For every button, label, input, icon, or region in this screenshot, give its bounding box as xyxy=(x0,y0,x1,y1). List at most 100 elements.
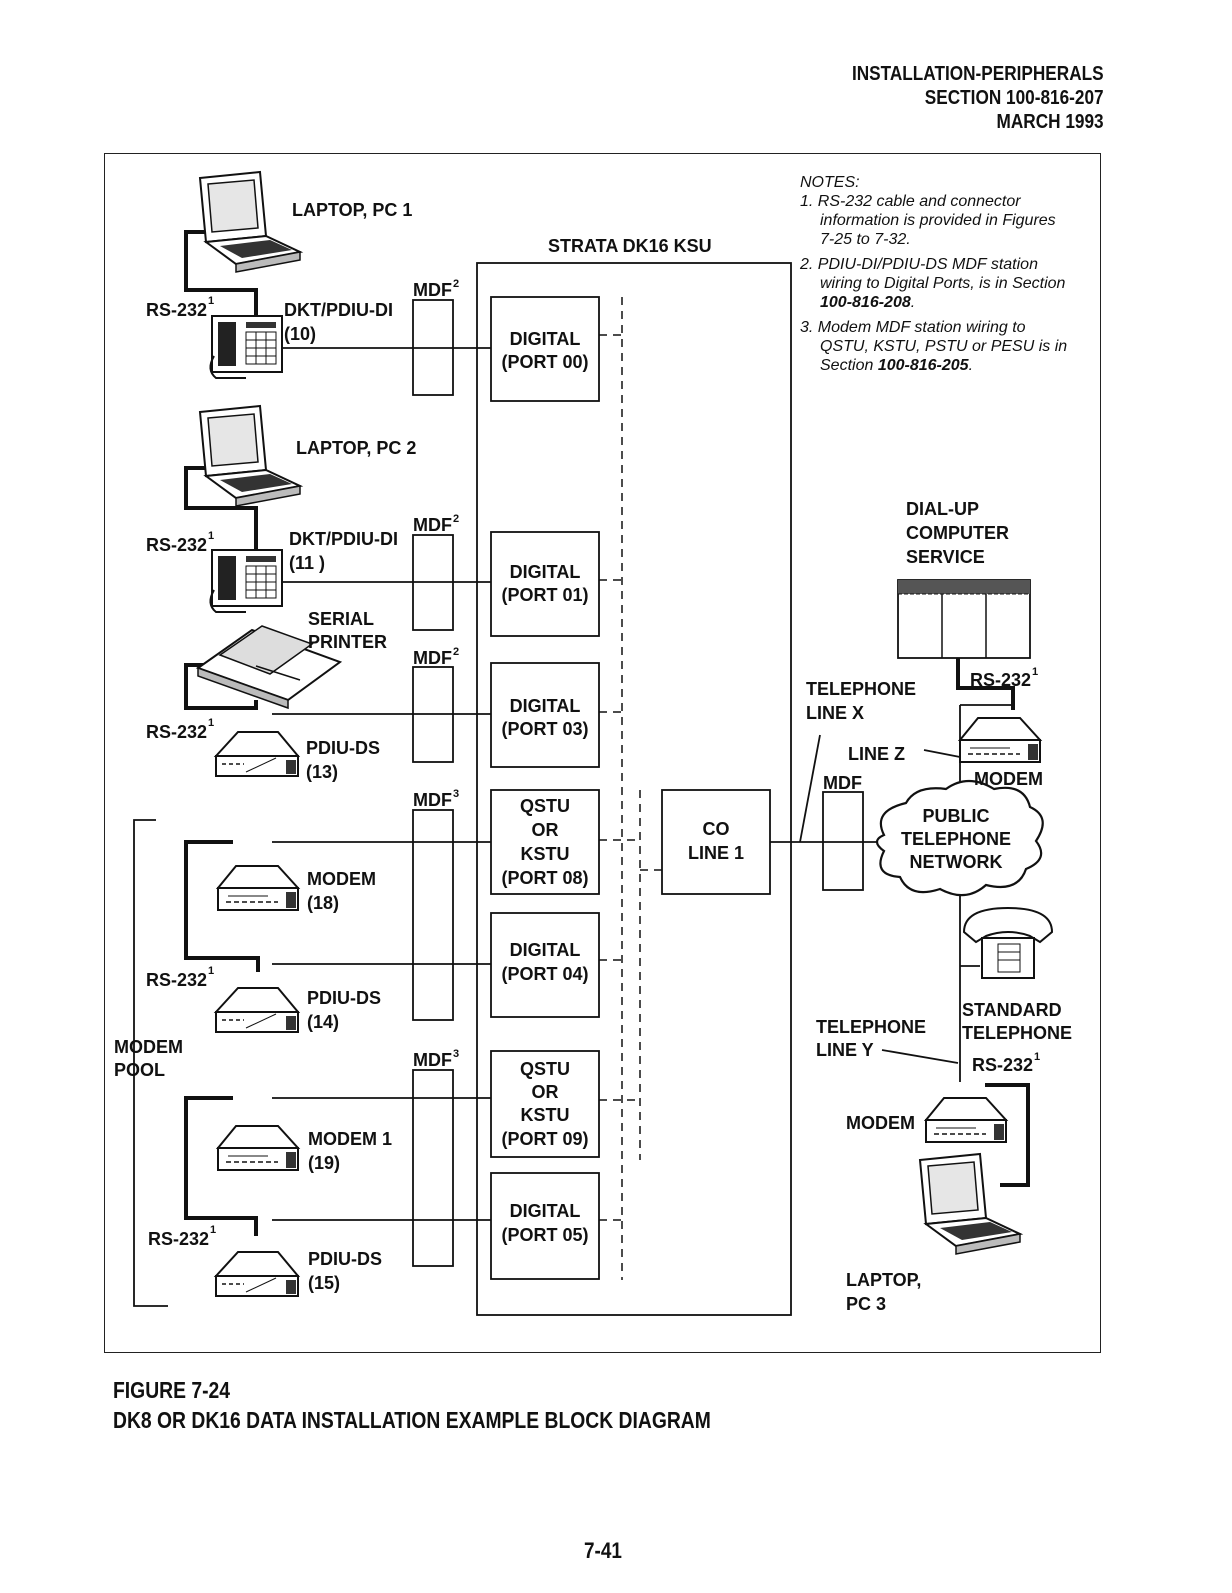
label-rs232-c: RS-232 xyxy=(146,722,207,742)
diagram-frame xyxy=(104,153,1101,1353)
label-public-3: NETWORK xyxy=(910,852,1003,872)
label-dialup-2: COMPUTER xyxy=(906,523,1009,543)
label-serial: SERIAL xyxy=(308,609,374,629)
label-rs232-g: RS-232 xyxy=(972,1055,1033,1075)
port-08-l3: KSTU xyxy=(521,844,570,864)
label-num-15: (15) xyxy=(308,1273,340,1293)
port-01: DIGITAL (PORT 01) xyxy=(490,531,600,637)
label-modem-18: MODEM xyxy=(307,869,376,889)
port-01-l1: DIGITAL xyxy=(510,562,581,582)
note-1: 1. RS-232 cable and connector informatio… xyxy=(800,192,1070,249)
port-03-l2: (PORT 03) xyxy=(501,719,588,739)
label-mdf-co: MDF xyxy=(823,773,862,793)
label-mdf-a: MDF xyxy=(413,280,452,300)
wiring xyxy=(272,347,1015,1221)
label-modem-19: MODEM 1 xyxy=(308,1129,392,1149)
label-modem-y: MODEM xyxy=(846,1113,915,1133)
port-08-l1: QSTU xyxy=(520,796,570,816)
sup-rs232-d: 1 xyxy=(208,965,214,977)
note-2-num: 2. xyxy=(800,256,814,273)
label-num-18: (18) xyxy=(307,893,339,913)
note-3-ref: 100-816-205 xyxy=(877,357,969,374)
label-public-2: TELEPHONE xyxy=(901,829,1011,849)
sup-rs232-f: 1 xyxy=(1032,666,1038,678)
page-number: 7-41 xyxy=(584,1538,622,1563)
note-1-num: 1. xyxy=(800,193,814,210)
label-line-y: LINE Y xyxy=(816,1040,874,1060)
co-line-l1: CO xyxy=(703,819,730,839)
note-3: 3. Modem MDF station wiring to QSTU, KST… xyxy=(800,319,1068,374)
sup-rs232-g: 1 xyxy=(1034,1051,1040,1063)
note-3-num: 3. xyxy=(800,319,814,336)
notes-block: NOTES: 1. RS-232 cable and connector inf… xyxy=(800,173,1070,381)
modem-pool-bracket xyxy=(133,819,168,1307)
label-standard: STANDARD xyxy=(962,1000,1062,1020)
label-num-13: (13) xyxy=(306,762,338,782)
label-standard-telephone: TELEPHONE xyxy=(962,1023,1072,1043)
notes-title: NOTES: xyxy=(800,174,860,191)
laptop-pc3-icon xyxy=(919,1153,1021,1255)
label-rs232-e: RS-232 xyxy=(148,1229,209,1249)
label-pdiu-ds-14: PDIU-DS xyxy=(307,988,381,1008)
label-dkt-10-num: (10) xyxy=(284,324,316,344)
port-08-l2: OR xyxy=(532,820,559,840)
label-dkt-11-num: (11 ) xyxy=(289,553,325,573)
label-laptop-pc1: LAPTOP, PC 1 xyxy=(292,200,412,220)
sup-mdf-e: 3 xyxy=(453,1048,459,1060)
label-line-x: LINE X xyxy=(806,703,864,723)
label-laptop-pc2: LAPTOP, PC 2 xyxy=(296,438,416,458)
label-rs232-b: RS-232 xyxy=(146,535,207,555)
label-rs232-f: RS-232 xyxy=(970,670,1031,690)
port-00-l2: (PORT 00) xyxy=(501,352,588,372)
standard-telephone-icon xyxy=(962,906,1054,979)
label-num-19: (19) xyxy=(308,1153,340,1173)
port-09: QSTU OR KSTU (PORT 09) xyxy=(490,1050,600,1158)
port-09-l2: OR xyxy=(532,1082,559,1102)
label-rs232-a: RS-232 xyxy=(146,300,207,320)
port-09-l1: QSTU xyxy=(520,1059,570,1079)
label-mdf-c: MDF xyxy=(413,648,452,668)
port-04-l1: DIGITAL xyxy=(510,940,581,960)
pdiu-ds-15-icon xyxy=(215,1251,299,1297)
ksu-cabinet xyxy=(476,262,792,1316)
port-00-l1: DIGITAL xyxy=(510,329,581,349)
label-laptop-pc3-b: PC 3 xyxy=(846,1294,886,1314)
label-dialup-1: DIAL-UP xyxy=(906,499,979,519)
port-08: QSTU OR KSTU (PORT 08) xyxy=(490,789,600,895)
label-pdiu-ds-13: PDIU-DS xyxy=(306,738,380,758)
ksu-title: STRATA DK16 KSU xyxy=(548,236,712,256)
sup-mdf-a: 2 xyxy=(453,278,459,290)
telephone-dkt-11-icon xyxy=(209,549,283,613)
page-header: INSTALLATION-PERIPHERALS SECTION 100-816… xyxy=(852,62,1104,134)
port-03: DIGITAL (PORT 03) xyxy=(490,662,600,768)
label-modem-pool-1: MODEM xyxy=(114,1037,183,1057)
modem-18-icon xyxy=(217,865,299,911)
laptop-pc2-icon xyxy=(199,405,301,507)
figure-number: FIGURE 7-24 xyxy=(113,1377,231,1403)
header-title: INSTALLATION-PERIPHERALS xyxy=(852,63,1104,85)
laptop-pc1-icon xyxy=(199,171,301,273)
modem-19-icon xyxy=(217,1125,299,1171)
port-03-l1: DIGITAL xyxy=(510,696,581,716)
sup-rs232-c: 1 xyxy=(208,717,214,729)
note-1-text: RS-232 cable and connector information i… xyxy=(817,193,1056,248)
label-mdf-b: MDF xyxy=(413,515,452,535)
note-2-ref: 100-816-208 xyxy=(820,294,911,311)
port-09-l4: (PORT 09) xyxy=(501,1129,588,1149)
label-mdf-e: MDF xyxy=(413,1050,452,1070)
note-2-text: PDIU-DI/PDIU-DS MDF station wiring to Di… xyxy=(817,256,1066,292)
pdiu-ds-13-icon xyxy=(215,731,299,777)
figure-caption: FIGURE 7-24 DK8 OR DK16 DATA INSTALLATIO… xyxy=(113,1375,711,1435)
rs232-cables xyxy=(184,230,1030,1236)
modem-x-icon xyxy=(959,717,1041,763)
mdf-blocks xyxy=(412,299,864,1267)
sup-mdf-d: 3 xyxy=(453,788,459,800)
sup-rs232-e: 1 xyxy=(210,1224,216,1236)
sup-rs232-b: 1 xyxy=(208,530,214,542)
note-2: 2. PDIU-DI/PDIU-DS MDF station wiring to… xyxy=(800,256,1066,311)
serial-printer-icon xyxy=(195,625,343,710)
label-num-14: (14) xyxy=(307,1012,339,1032)
port-08-l4: (PORT 08) xyxy=(501,868,588,888)
label-mdf-d: MDF xyxy=(413,790,452,810)
